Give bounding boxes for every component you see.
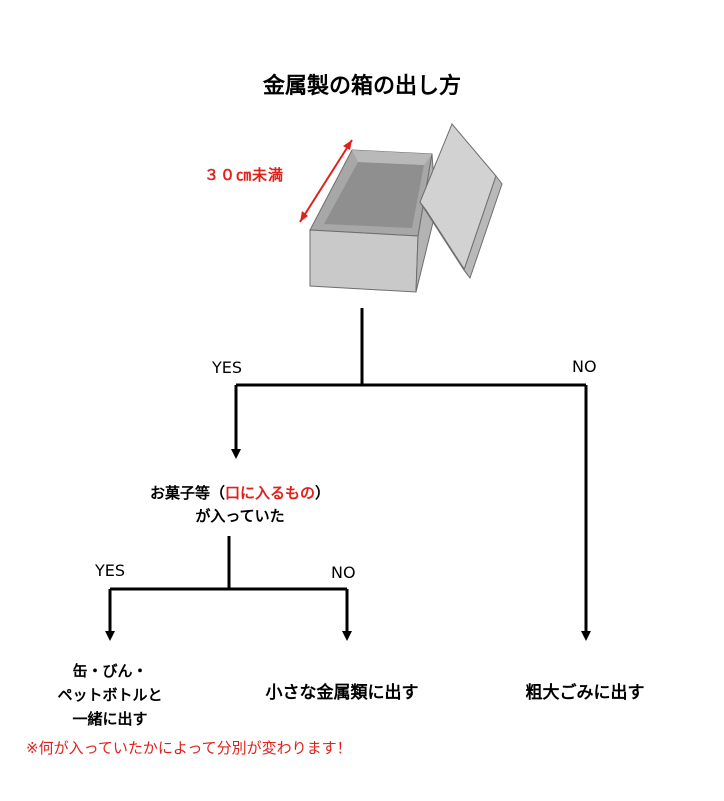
question-line1: お菓子等（口に入るもの） xyxy=(80,482,400,505)
question-suffix: ） xyxy=(315,484,331,502)
question-highlight: 口に入るもの xyxy=(224,484,315,502)
result-can-bottle-line2: ペットボトルと xyxy=(57,686,163,704)
result-can-bottle-line1: 缶・びん・ xyxy=(72,662,148,680)
branch1-no-label: NO xyxy=(572,357,597,376)
page-title: 金属製の箱の出し方 xyxy=(262,74,461,99)
result-can-bottle-line3: 一緒に出す xyxy=(72,710,148,728)
branch1-yes-label: YES xyxy=(212,358,243,377)
result-can-bottle: 缶・びん・ ペットボトルと 一緒に出す xyxy=(20,659,200,731)
metal-box-illustration xyxy=(299,123,503,293)
note-text: ※何が入っていたかによって分別が変わります！ xyxy=(26,739,352,757)
box-icon xyxy=(309,123,503,293)
question-text: お菓子等（口に入るもの） が入っていた xyxy=(80,482,400,528)
size-arrow-icon xyxy=(299,139,353,223)
branch2-no-label: NO xyxy=(331,563,356,582)
branch2-yes-label: YES xyxy=(95,561,126,580)
question-prefix: お菓子等（ xyxy=(149,484,225,502)
result-small-metal: 小さな金属類に出す xyxy=(265,683,419,703)
result-bulky: 粗大ごみに出す xyxy=(525,683,645,703)
size-label: ３０㎝未満 xyxy=(204,166,285,184)
question-line2: が入っていた xyxy=(195,507,285,525)
